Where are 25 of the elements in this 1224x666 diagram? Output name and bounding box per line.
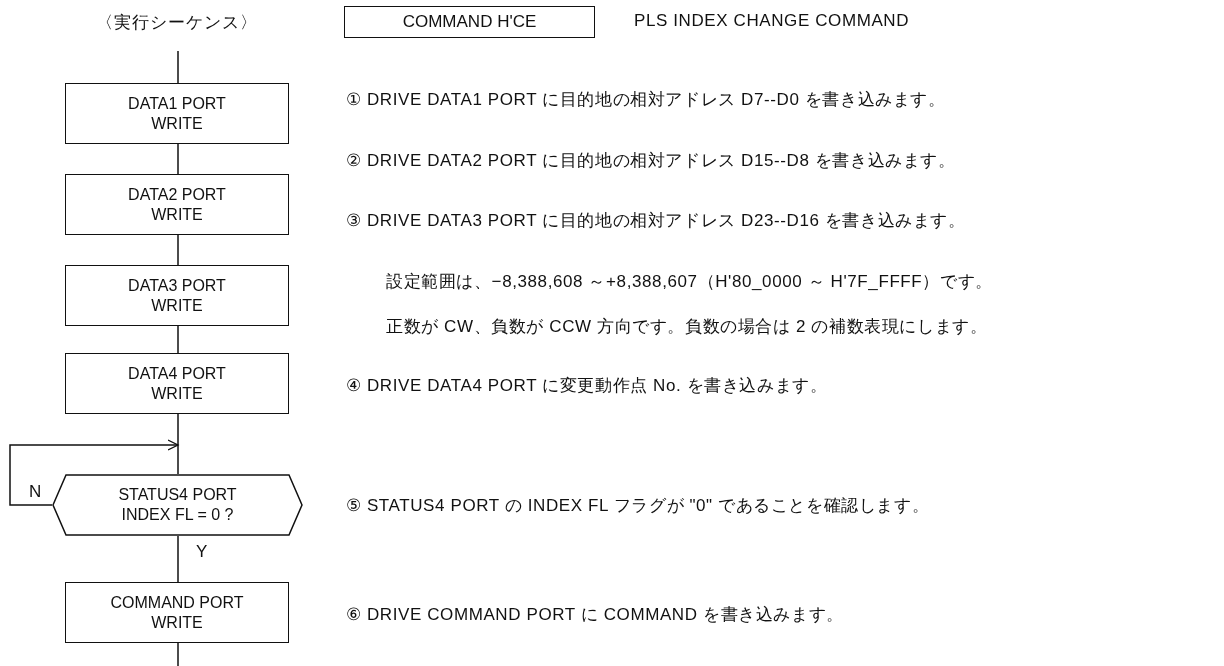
note-text: 正数が CW、負数が CCW 方向です。負数の場合は 2 の補数表現にします。: [386, 316, 988, 338]
heading: 〈実行シーケンス〉: [96, 12, 258, 34]
connector-line: [177, 50, 179, 84]
note-text: ① DRIVE DATA1 PORT に目的地の相対アドレス D7--D0 を書き込みます。: [346, 89, 946, 111]
process-box: DATA2 PORT WRITE: [65, 174, 289, 235]
note-text: ② DRIVE DATA2 PORT に目的地の相対アドレス D15--D8 を書き込みます。: [346, 150, 956, 172]
note-text: ③ DRIVE DATA3 PORT に目的地の相対アドレス D23--D16 を書き込みます。: [346, 210, 966, 232]
subtitle: PLS INDEX CHANGE COMMAND: [634, 11, 910, 31]
connector-line: [177, 413, 179, 475]
connector-line: [177, 143, 179, 175]
command-code-box: COMMAND H'CE: [344, 6, 595, 38]
process-box: DATA4 PORT WRITE: [65, 353, 289, 414]
connector-line: [177, 642, 179, 666]
note-text: 設定範囲は、−8,388,608 ～+8,388,607（H'80_0000 ～ H'7F_FFFF）です。: [386, 271, 993, 293]
process-box: DATA1 PORT WRITE: [65, 83, 289, 144]
connector-line: [177, 535, 179, 583]
process-box: COMMAND PORT WRITE: [65, 582, 289, 643]
note-text: ⑤ STATUS4 PORT の INDEX FL フラグが "0" であることを確認します。: [346, 495, 930, 517]
process-box: DATA3 PORT WRITE: [65, 265, 289, 326]
connector-line: [177, 325, 179, 354]
connector-line: [177, 234, 179, 266]
note-text: ④ DRIVE DATA4 PORT に変更動作点 No. を書き込みます。: [346, 375, 828, 397]
note-text: ⑥ DRIVE COMMAND PORT に COMMAND を書き込みます。: [346, 604, 844, 626]
decision-hexagon: STATUS4 PORT INDEX FL = 0 ?: [52, 474, 303, 536]
arrow: [9, 439, 179, 506]
